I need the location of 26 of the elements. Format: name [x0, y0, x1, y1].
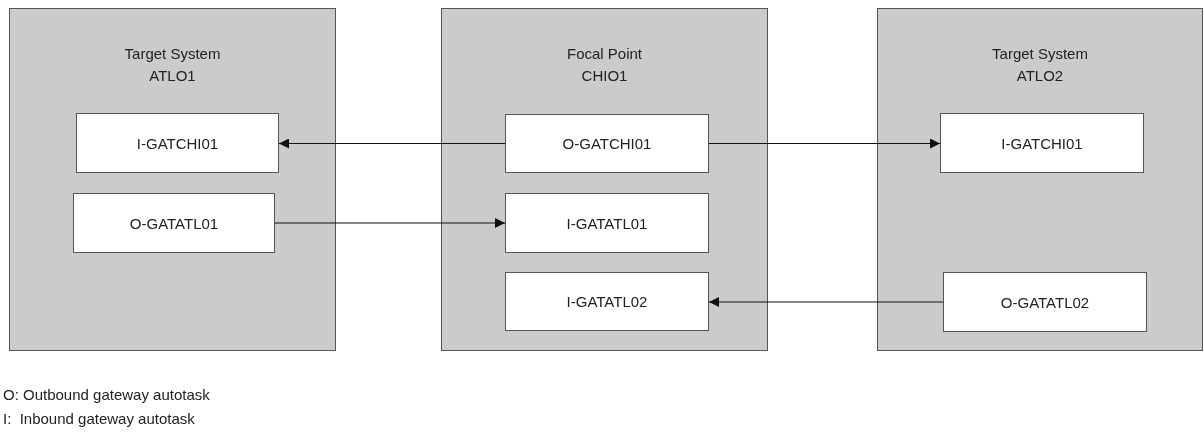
autotask-box: [505, 272, 709, 331]
arrow: [708, 138, 941, 149]
autotask-name: O-GATATL01: [129, 214, 219, 232]
autotask-box: [76, 113, 279, 173]
autotask-name: I-GATATL02: [566, 293, 648, 310]
autotask-box: [505, 193, 709, 253]
arrow: [278, 138, 506, 149]
autotask-name: I-GATCHI01: [1001, 134, 1083, 152]
arrow: [274, 218, 506, 228]
system-title: Target System ATLO2: [991, 44, 1089, 86]
autotask-box: [943, 272, 1147, 332]
autotask-box: [505, 114, 709, 173]
system-title: Focal Point CHIO1: [565, 44, 643, 86]
legend-note: O: Outbound gateway autotask: [3, 386, 210, 403]
autotask-box: [73, 193, 275, 253]
system-panel: [877, 8, 1203, 351]
system-panel: [441, 8, 768, 351]
autotask-name: O-GATATL02: [1000, 293, 1090, 311]
autotask-name: I-GATATL01: [566, 214, 648, 232]
arrow: [708, 297, 944, 307]
autotask-box: [940, 113, 1144, 173]
autotask-name: I-GATCHI01: [136, 134, 219, 152]
system-title: Target System ATLO1: [123, 44, 222, 86]
autotask-name: O-GATCHI01: [562, 135, 652, 152]
legend-note: I: Inbound gateway autotask: [3, 410, 195, 427]
system-panel: [9, 8, 336, 351]
